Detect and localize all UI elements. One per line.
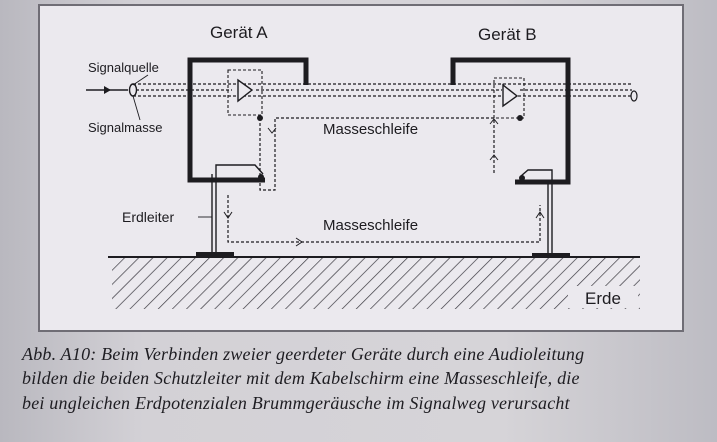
signal-source-leader (132, 74, 149, 86)
upper-loop-arrow-left (267, 127, 277, 134)
device-a-label: Gerät A (210, 23, 268, 42)
device-b-enclosure (450, 57, 571, 185)
device-b-label: Gerät B (478, 25, 537, 44)
lower-loop-arrow-right (295, 237, 303, 247)
earth-conductor-b (520, 169, 570, 258)
earth-ground (108, 256, 640, 309)
earth-conductor-a (196, 164, 264, 257)
ground-loop-lower-label: Masseschleife (323, 217, 418, 234)
caption-line-2: bilden die beiden Schutzleiter mit dem K… (22, 368, 580, 388)
caption-line-1: Abb. A10: Beim Verbinden zweier geerdete… (22, 344, 585, 364)
device-a-enclosure (187, 57, 309, 183)
caption-line-3: bei ungleichen Erdpotenzialen Brummgeräu… (22, 393, 570, 413)
signal-output-connector (630, 90, 638, 102)
ground-node-b (517, 115, 523, 121)
signal-ground-leader (132, 95, 141, 121)
signal-source-label: Signalquelle (88, 60, 159, 75)
signal-input (86, 83, 138, 97)
earth-conductor-label: Erdleiter (122, 209, 174, 225)
amplifier-a (227, 69, 263, 116)
upper-loop-arrow-up (489, 154, 499, 161)
lower-ground-loop (227, 195, 541, 243)
lower-loop-arrow-down (223, 211, 233, 219)
upper-loop-arrow-right (489, 118, 499, 125)
ground-loop-upper-label: Masseschleife (323, 121, 418, 138)
amplifier-b (493, 77, 525, 119)
chassis-node-a (258, 174, 264, 180)
earth-label: Erde (585, 289, 621, 308)
lower-loop-arrow-up (535, 211, 545, 219)
cable-shield (133, 83, 632, 97)
upper-ground-loop (259, 117, 495, 191)
chassis-node-b (519, 175, 525, 181)
signal-ground-label: Signalmasse (88, 120, 162, 135)
